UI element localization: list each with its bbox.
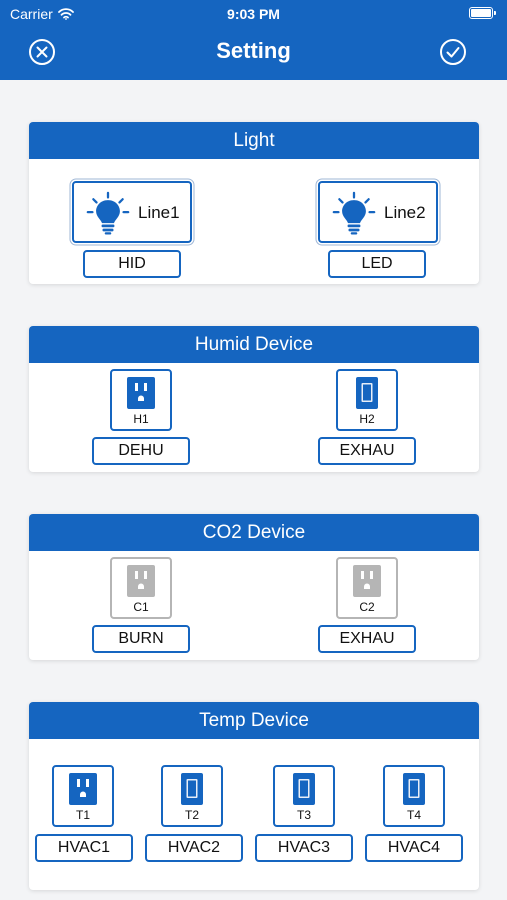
temp-panel: Temp Device T1 HVAC1 T2 HVAC2 T3 HVAC3 xyxy=(29,702,479,890)
temp-t2-button[interactable]: T2 xyxy=(161,765,223,827)
carrier-info: Carrier xyxy=(10,6,74,22)
humid-panel: Humid Device H1 DEHU H2 EXHAU xyxy=(29,326,479,472)
light-line2-button[interactable]: Line2 xyxy=(318,181,438,243)
temp-t1-code: T1 xyxy=(75,808,90,822)
battery-icon xyxy=(469,7,496,19)
status-time: 9:03 PM xyxy=(227,6,280,22)
co2-c1-button[interactable]: C1 xyxy=(110,557,172,619)
carrier-label: Carrier xyxy=(10,6,53,22)
switch-icon xyxy=(403,773,425,805)
check-circle-icon xyxy=(440,39,466,65)
switch-icon xyxy=(293,773,315,805)
light-line1-label: Line1 xyxy=(138,203,180,222)
temp-t4-label-button[interactable]: HVAC4 xyxy=(365,834,463,862)
light-panel-title: Light xyxy=(29,122,479,159)
light-panel: Light Line1 HID Line2 LED xyxy=(29,122,479,284)
bulb-icon xyxy=(86,191,130,235)
humid-h2-label-button[interactable]: EXHAU xyxy=(318,437,416,465)
temp-t2-code: T2 xyxy=(184,808,199,822)
humid-h2-button[interactable]: H2 xyxy=(336,369,398,431)
co2-c1-code: C1 xyxy=(133,600,149,614)
app-header: Carrier 9:03 PM Setting xyxy=(0,0,507,80)
close-circle-icon xyxy=(29,39,55,65)
switch-icon xyxy=(181,773,203,805)
humid-h2-code: H2 xyxy=(359,412,375,426)
co2-c2-button[interactable]: C2 xyxy=(336,557,398,619)
co2-c2-label-button[interactable]: EXHAU xyxy=(318,625,416,653)
outlet-icon xyxy=(353,565,381,597)
co2-c1-label-button[interactable]: BURN xyxy=(92,625,190,653)
co2-c2-code: C2 xyxy=(359,600,375,614)
temp-t4-button[interactable]: T4 xyxy=(383,765,445,827)
humid-h1-code: H1 xyxy=(133,412,149,426)
page-title: Setting xyxy=(216,38,291,63)
light-line2-label: Line2 xyxy=(384,203,426,222)
outlet-icon xyxy=(127,377,155,409)
temp-t3-button[interactable]: T3 xyxy=(273,765,335,827)
switch-icon xyxy=(356,377,378,409)
humid-h1-label-button[interactable]: DEHU xyxy=(92,437,190,465)
co2-panel: CO2 Device C1 BURN C2 EXHAU xyxy=(29,514,479,660)
temp-t1-button[interactable]: T1 xyxy=(52,765,114,827)
bulb-icon xyxy=(332,191,376,235)
light-line2-type-button[interactable]: LED xyxy=(328,250,426,278)
temp-t4-code: T4 xyxy=(406,808,421,822)
status-bar: Carrier 9:03 PM xyxy=(0,0,507,28)
close-button[interactable] xyxy=(28,38,56,66)
wifi-icon xyxy=(57,8,74,20)
humid-panel-title: Humid Device xyxy=(29,326,479,363)
co2-panel-title: CO2 Device xyxy=(29,514,479,551)
temp-t1-label-button[interactable]: HVAC1 xyxy=(35,834,133,862)
light-line1-button[interactable]: Line1 xyxy=(72,181,192,243)
outlet-icon xyxy=(69,773,97,805)
confirm-button[interactable] xyxy=(439,38,467,66)
temp-t3-label-button[interactable]: HVAC3 xyxy=(255,834,353,862)
outlet-icon xyxy=(127,565,155,597)
temp-panel-title: Temp Device xyxy=(29,702,479,739)
humid-h1-button[interactable]: H1 xyxy=(110,369,172,431)
temp-t3-code: T3 xyxy=(296,808,311,822)
light-line1-type-button[interactable]: HID xyxy=(83,250,181,278)
temp-t2-label-button[interactable]: HVAC2 xyxy=(145,834,243,862)
